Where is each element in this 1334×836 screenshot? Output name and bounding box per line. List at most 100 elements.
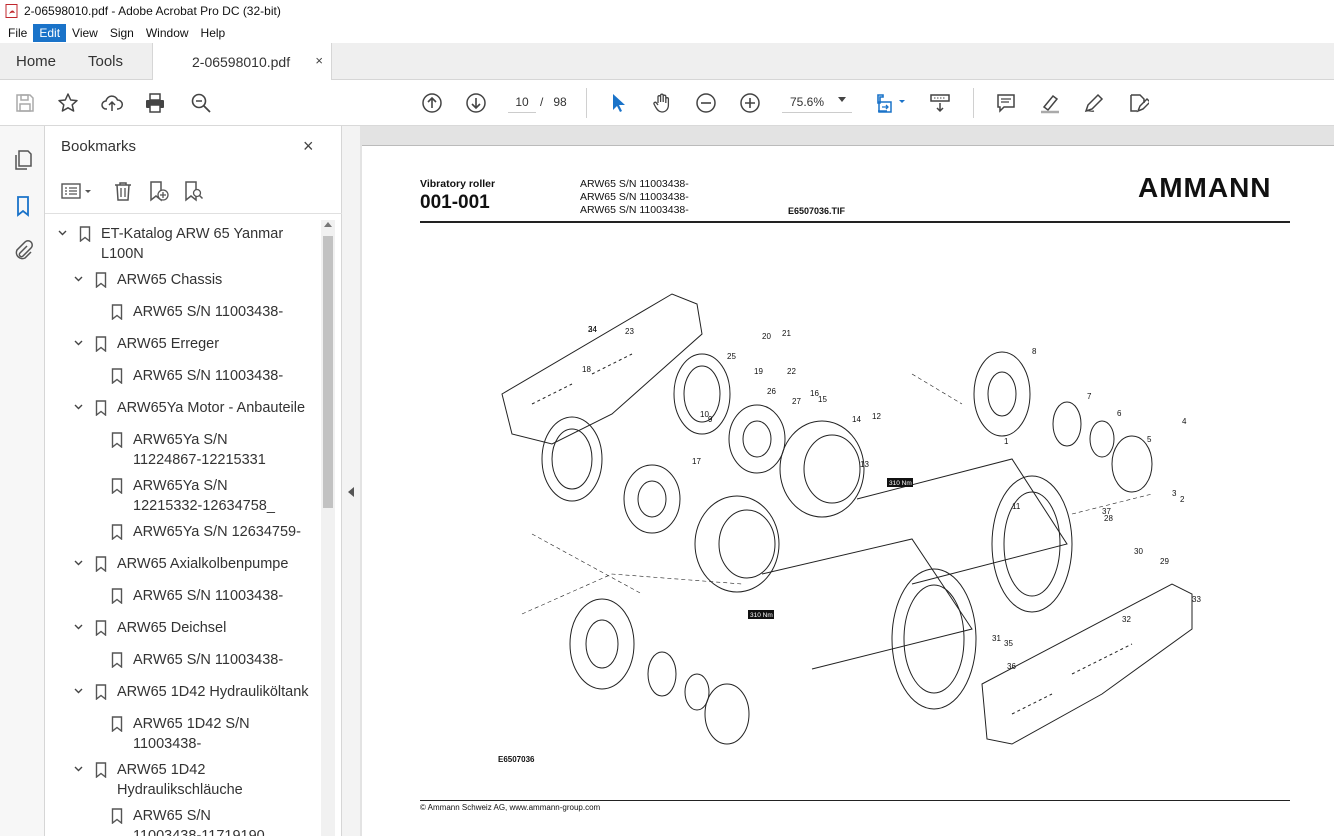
menu-view[interactable]: View <box>72 25 98 40</box>
menu-file[interactable]: File <box>8 25 28 40</box>
zoom-search-icon[interactable] <box>188 90 214 116</box>
chevron-down-icon[interactable] <box>74 404 83 410</box>
bookmark-icon <box>95 272 107 288</box>
tab-home[interactable]: Home <box>16 53 57 70</box>
bookmark-label: ARW65 Axialkolbenpumpe <box>117 556 289 572</box>
pointer-icon[interactable] <box>605 90 631 116</box>
chevron-down-icon[interactable] <box>74 624 83 630</box>
collapse-panel-icon[interactable] <box>348 487 354 497</box>
bookmark-item[interactable]: ET-Katalog ARW 65 Yanmar L100N <box>45 224 321 266</box>
menu-help[interactable]: Help <box>200 25 226 40</box>
attachment-icon[interactable] <box>11 239 35 263</box>
bookmark-item[interactable]: ARW65Ya S/N 12634759- <box>45 522 321 542</box>
chevron-down-icon[interactable] <box>74 766 83 772</box>
page-thumbnails-icon[interactable] <box>11 148 35 172</box>
part-number-label: 24 <box>588 325 597 334</box>
pen-icon[interactable] <box>1081 90 1107 116</box>
part-number-label: 20 <box>762 332 771 341</box>
bookmark-label: ARW65 S/N 11003438- <box>133 304 284 320</box>
bookmark-item[interactable]: ARW65 1D42 S/N 11003438- <box>45 714 321 756</box>
bookmark-label: ARW65 Erreger <box>117 336 220 352</box>
part-number-label: 25 <box>727 352 736 361</box>
bookmark-icon <box>95 620 107 636</box>
part-number-label: 11 <box>1012 502 1021 511</box>
bookmark-item[interactable]: ARW65 S/N 11003438- <box>45 650 321 670</box>
bookmark-item[interactable]: ARW65 S/N 11003438- <box>45 366 321 386</box>
chevron-down-icon[interactable] <box>74 688 83 694</box>
zoom-dropdown[interactable]: 75.6% <box>782 91 852 113</box>
document-viewport[interactable]: Vibratory roller 001-001 ARW65 S/N 11003… <box>360 126 1334 836</box>
page-number-input[interactable]: 10 <box>508 91 536 113</box>
bookmarks-scrollbar[interactable] <box>321 220 335 836</box>
bookmark-item[interactable]: ARW65 1D42 Hydrauliköltank <box>45 682 321 702</box>
bookmarks-toolbar <box>45 172 342 214</box>
bookmark-item[interactable]: ARW65Ya S/N 12215332-12634758_ <box>45 476 321 518</box>
acrobat-app-icon <box>5 4 18 18</box>
bookmark-item[interactable]: ARW65 1D42 Hydraulikschläuche <box>45 760 321 802</box>
save-icon[interactable] <box>12 90 38 116</box>
fit-page-icon[interactable] <box>872 90 908 116</box>
bookmark-label: ET-Katalog ARW 65 Yanmar L100N <box>101 226 284 262</box>
hand-icon[interactable] <box>649 90 675 116</box>
zoom-in-icon[interactable] <box>737 90 763 116</box>
bookmark-options-icon[interactable] <box>58 178 98 204</box>
delete-bookmark-icon[interactable] <box>110 178 136 204</box>
part-number-label: 37 <box>1102 507 1111 516</box>
menu-sign[interactable]: Sign <box>109 25 134 40</box>
part-number-label: 34 <box>588 325 597 334</box>
bookmark-item[interactable]: ARW65Ya S/N 11224867-12215331 <box>45 430 321 472</box>
scroll-up-icon[interactable] <box>324 222 332 227</box>
tab-document[interactable]: 2-06598010.pdf × <box>152 43 332 80</box>
menu-bar: File Edit View Sign Window Help <box>0 22 1334 43</box>
part-number-label: 2 <box>1180 495 1185 504</box>
bookmark-item[interactable]: ARW65 S/N 11003438-11719190 <box>45 806 321 836</box>
serial-line: ARW65 S/N 11003438- <box>580 204 689 216</box>
toolbar-separator <box>973 88 974 118</box>
arrow-up-circle-icon[interactable] <box>419 90 445 116</box>
chevron-down-icon[interactable] <box>58 230 67 236</box>
arrow-down-circle-icon[interactable] <box>463 90 489 116</box>
chevron-down-icon[interactable] <box>74 560 83 566</box>
part-number-label: 30 <box>1134 547 1143 556</box>
bookmark-item[interactable]: ARW65 Erreger <box>45 334 321 354</box>
menu-edit[interactable]: Edit <box>33 23 67 42</box>
close-tab-icon[interactable]: × <box>315 53 323 68</box>
upload-icon[interactable] <box>99 90 125 116</box>
bookmark-item[interactable]: ARW65 Deichsel <box>45 618 321 638</box>
star-icon[interactable] <box>55 90 81 116</box>
fill-sign-icon[interactable] <box>1125 90 1151 116</box>
zoom-out-icon[interactable] <box>693 90 719 116</box>
serial-line: ARW65 S/N 11003438- <box>580 178 689 190</box>
bookmark-icon[interactable] <box>11 194 35 218</box>
bookmark-label: ARW65Ya Motor - Anbauteile <box>117 400 306 416</box>
scroll-mode-icon[interactable] <box>927 90 953 116</box>
bookmark-item[interactable]: ARW65Ya Motor - Anbauteile <box>45 398 321 418</box>
menu-window[interactable]: Window <box>145 25 189 40</box>
bookmark-icon <box>111 524 123 540</box>
part-number-label: 16 <box>810 389 819 398</box>
part-number-label: 5 <box>1147 435 1152 444</box>
tab-bar: Home Tools 2-06598010.pdf × <box>0 43 1334 80</box>
comment-icon[interactable] <box>993 90 1019 116</box>
chevron-down-icon[interactable] <box>74 340 83 346</box>
bookmark-item[interactable]: ARW65 S/N 11003438- <box>45 586 321 606</box>
print-icon[interactable] <box>142 90 168 116</box>
torque-label: 310 Nm <box>889 480 912 487</box>
bookmark-item[interactable]: ARW65 Chassis <box>45 270 321 290</box>
chevron-down-icon[interactable] <box>74 276 83 282</box>
highlight-icon[interactable] <box>1037 90 1063 116</box>
part-number-label: 13 <box>860 460 869 469</box>
bookmarks-panel: Bookmarks × ET-Katalog ARW 65 Yanmar L10… <box>45 126 342 836</box>
panel-splitter[interactable] <box>342 126 360 836</box>
new-bookmark-icon[interactable] <box>145 178 171 204</box>
bookmark-item[interactable]: ARW65 S/N 11003438- <box>45 302 321 322</box>
part-number-label: 8 <box>1032 347 1037 356</box>
tab-tools[interactable]: Tools <box>88 53 124 70</box>
bookmark-item[interactable]: ARW65 Axialkolbenpumpe <box>45 554 321 574</box>
bookmark-icon <box>111 652 123 668</box>
close-panel-icon[interactable]: × <box>303 136 314 156</box>
scrollbar-thumb[interactable] <box>323 236 333 508</box>
bookmark-icon <box>111 716 123 732</box>
find-bookmark-icon[interactable] <box>180 178 206 204</box>
document-subtitle: Vibratory roller <box>420 178 496 190</box>
